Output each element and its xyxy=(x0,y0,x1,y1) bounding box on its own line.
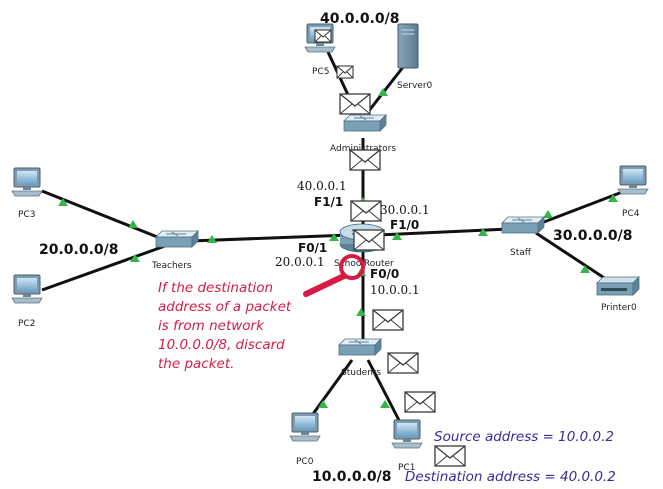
envelope-icon xyxy=(350,200,382,222)
pc3[interactable] xyxy=(11,167,43,197)
link-light-icon xyxy=(380,400,390,408)
interface-f00: F0/0 xyxy=(370,267,399,281)
pc0[interactable] xyxy=(289,412,321,442)
printer-icon xyxy=(596,276,640,284)
annotation-line-4: 10.0.0.0/8, discard xyxy=(158,337,285,353)
envelope-icon xyxy=(434,445,466,467)
link-light-icon xyxy=(329,233,339,241)
link-light-icon xyxy=(392,232,402,240)
network-label-teachers: 20.0.0.0/8 xyxy=(39,242,119,258)
link-light-icon xyxy=(580,265,590,273)
teachers-label: Teachers xyxy=(151,261,192,271)
link-server0-administrators xyxy=(366,61,409,113)
magnifier-icon xyxy=(303,254,365,297)
link-lights xyxy=(58,66,618,408)
link-light-icon xyxy=(543,210,553,218)
administrators-label: Administrators xyxy=(330,144,396,154)
annotation-line-5: the packet. xyxy=(158,356,234,372)
printer0[interactable] xyxy=(596,276,640,296)
annotation-line-1: If the destination xyxy=(158,280,273,296)
pc4[interactable] xyxy=(617,165,649,195)
network-label-students: 10.0.0.0/8 xyxy=(312,469,392,485)
server-icon xyxy=(397,23,419,69)
ip-f00: 10.0.0.1 xyxy=(370,283,420,297)
link-light-icon xyxy=(207,235,217,243)
pc2-label: PC2 xyxy=(18,319,35,329)
link-light-icon xyxy=(318,400,328,408)
envelope-icon xyxy=(349,149,381,171)
link-light-icon xyxy=(356,308,366,316)
switch-icon xyxy=(343,114,387,132)
pc-icon xyxy=(391,419,423,449)
students-label: Students xyxy=(341,368,381,378)
acl-annotation: If the destination address of a packet i… xyxy=(158,280,292,372)
pc4-label: PC4 xyxy=(622,209,640,219)
switch-icon xyxy=(338,338,382,356)
envelope-icon xyxy=(314,29,332,43)
interface-f10: F1/0 xyxy=(390,218,419,232)
envelope-icon xyxy=(353,229,385,251)
ip-f01: 20.0.0.1 xyxy=(275,255,325,269)
students-switch[interactable] xyxy=(338,338,382,356)
server0-label: Server0 xyxy=(397,81,433,91)
link-pc2-teachers xyxy=(41,244,166,292)
administrators-switch[interactable] xyxy=(343,114,387,132)
link-light-icon xyxy=(128,220,138,228)
link-pc1-students xyxy=(366,359,406,431)
annotation-line-2: address of a packet xyxy=(158,299,292,315)
server0[interactable] xyxy=(397,23,419,69)
switch-icon xyxy=(155,230,199,248)
staff-label: Staff xyxy=(510,248,532,258)
source-address: Source address = 10.0.0.2 xyxy=(434,429,614,445)
link-light-icon xyxy=(130,254,140,262)
link-light-icon xyxy=(478,228,488,236)
envelope-icon xyxy=(387,352,419,374)
link-light-icon xyxy=(378,88,388,96)
link-pc4-staff xyxy=(535,189,626,227)
staff-switch[interactable] xyxy=(501,216,545,234)
pc1[interactable] xyxy=(391,419,423,449)
switch-icon xyxy=(501,216,545,234)
destination-address: Destination address = 40.0.0.2 xyxy=(405,469,616,485)
network-label-admin: 40.0.0.0/8 xyxy=(320,11,400,27)
link-pc3-teachers xyxy=(41,189,166,242)
interface-f11: F1/1 xyxy=(314,195,343,209)
pc2[interactable] xyxy=(11,274,43,304)
pc3-label: PC3 xyxy=(18,210,35,220)
network-label-staff: 30.0.0.0/8 xyxy=(553,228,633,244)
link-light-icon xyxy=(608,194,618,202)
link-teachers-router xyxy=(189,233,351,243)
printer0-label: Printer0 xyxy=(601,303,637,313)
envelope-icon xyxy=(372,309,404,331)
ip-f10: 30.0.0.1 xyxy=(380,203,430,217)
link-printer0-staff xyxy=(535,231,616,287)
pc-icon xyxy=(617,165,649,195)
pc5-label: PC5 xyxy=(312,67,329,77)
interface-f01: F0/1 xyxy=(298,241,327,255)
link-light-icon xyxy=(58,198,68,206)
pc1-label: PC1 xyxy=(398,463,415,473)
pc0-label: PC0 xyxy=(296,457,314,467)
envelope-icon xyxy=(404,391,436,413)
envelope-icon xyxy=(339,93,371,115)
teachers-switch[interactable] xyxy=(155,230,199,248)
ip-f11: 40.0.0.1 xyxy=(297,179,347,193)
pc-icon xyxy=(289,412,321,442)
annotation-line-3: is from network xyxy=(158,318,265,334)
link-router-staff xyxy=(377,227,511,237)
pc-icon xyxy=(11,167,43,197)
pc-icon xyxy=(11,274,43,304)
envelope-icon xyxy=(336,65,354,79)
